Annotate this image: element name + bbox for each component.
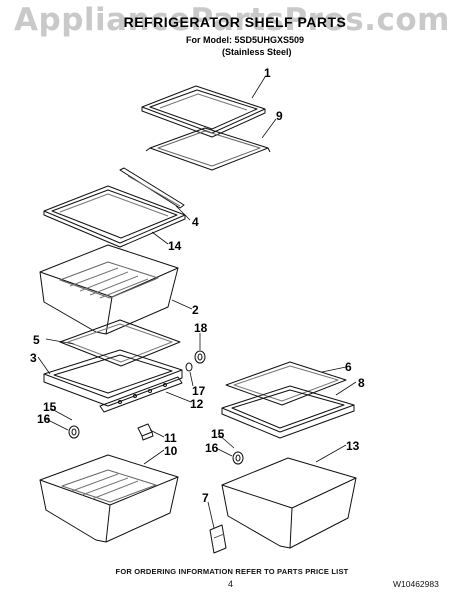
part-glass-shelf-top xyxy=(141,85,266,138)
callout-16-left: 16 xyxy=(37,412,51,426)
callout-12: 12 xyxy=(190,397,204,411)
callout-11: 11 xyxy=(164,431,177,445)
part-bracket-7 xyxy=(209,524,227,554)
document-number: W10462983 xyxy=(393,579,439,589)
callout-15-right: 15 xyxy=(211,427,225,441)
page-number: 4 xyxy=(228,579,234,589)
part-drawer-13 xyxy=(221,457,357,549)
part-drawer-10 xyxy=(39,454,179,543)
callout-16-right: 16 xyxy=(205,441,219,455)
part-rail-12 xyxy=(99,376,183,413)
model-line: For Model: 5SD5UHGXS509 xyxy=(186,35,305,45)
part-knob-16-left xyxy=(68,425,80,439)
page-title: REFRIGERATOR SHELF PARTS xyxy=(123,14,347,30)
part-cover-frame-3 xyxy=(43,349,183,407)
ordering-note: FOR ORDERING INFORMATION REFER TO PARTS … xyxy=(115,567,349,576)
callout-4: 4 xyxy=(192,215,199,229)
callout-10: 10 xyxy=(164,444,178,458)
part-glass-panel-5 xyxy=(59,319,181,367)
finish-line: (Stainless Steel) xyxy=(222,47,292,57)
callout-8: 8 xyxy=(358,376,365,390)
callout-18: 18 xyxy=(194,321,208,335)
callout-3: 3 xyxy=(30,351,37,365)
part-shelf-frame-14 xyxy=(43,185,186,248)
part-knob-16-right xyxy=(232,451,244,465)
callout-2: 2 xyxy=(192,303,199,317)
callout-14: 14 xyxy=(168,239,182,253)
callout-1: 1 xyxy=(264,66,271,80)
callout-17: 17 xyxy=(192,384,206,398)
part-bushing-17 xyxy=(185,362,193,372)
leader-lines xyxy=(37,76,357,529)
watermark: AppliancePartsPros.com xyxy=(14,2,450,38)
callout-7: 7 xyxy=(202,491,209,505)
callout-13: 13 xyxy=(346,439,360,453)
callout-5: 5 xyxy=(33,333,40,347)
callout-15-left: 15 xyxy=(43,400,57,414)
part-rail-4 xyxy=(119,167,185,209)
part-cover-frame-8 xyxy=(221,385,355,439)
part-knob-18 xyxy=(194,350,206,364)
callout-9: 9 xyxy=(276,109,283,123)
part-crisper-drawer-2 xyxy=(39,244,179,335)
callout-6: 6 xyxy=(345,360,352,374)
part-glass-panel-9 xyxy=(145,127,271,171)
part-clip-11 xyxy=(137,423,154,441)
part-glass-panel-6 xyxy=(225,361,347,406)
